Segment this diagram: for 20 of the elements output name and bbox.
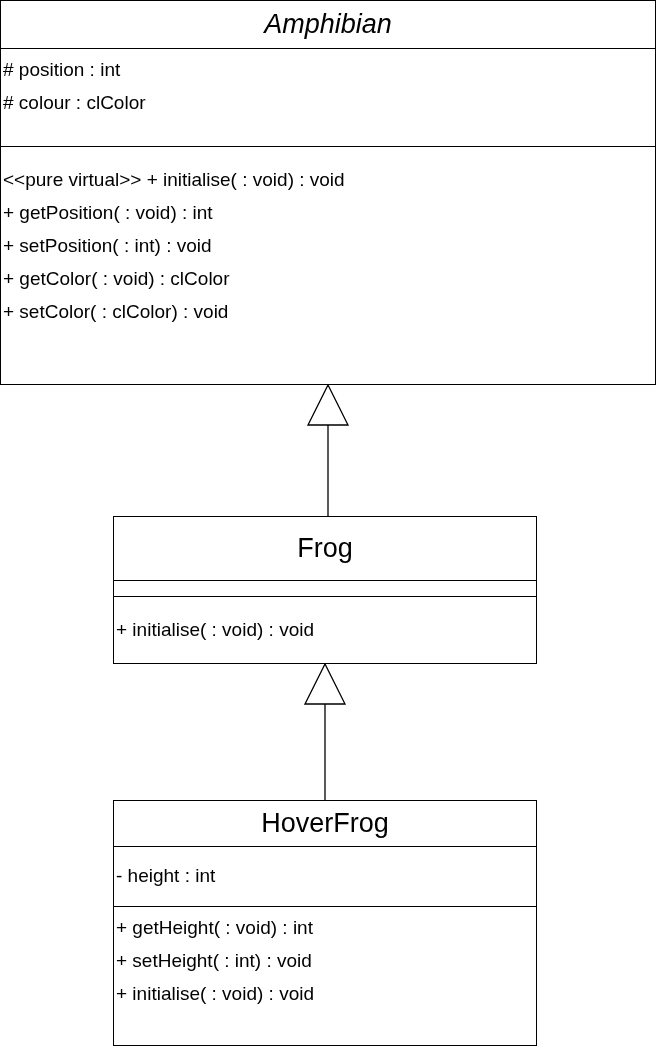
class-name: HoverFrog <box>260 808 390 839</box>
class-box <box>0 0 656 385</box>
class-box <box>113 516 537 664</box>
operation-text: + getColor( : void) : clColor <box>3 268 230 290</box>
operation-text: + getHeight( : void) : int <box>116 917 313 939</box>
operation-text: + getPosition( : void) : int <box>3 202 213 224</box>
generalization-arrow <box>304 663 346 801</box>
operation-text: <<pure virtual>> + initialise( : void) : void <box>3 169 345 191</box>
operation-text: + initialise( : void) : void <box>116 983 314 1005</box>
class-box <box>113 800 537 1046</box>
operation-text: + initialise( : void) : void <box>116 619 314 641</box>
attribute-text: # colour : clColor <box>3 92 146 114</box>
class-name: Frog <box>296 533 354 564</box>
generalization-arrow <box>307 384 349 517</box>
operation-text: + setHeight( : int) : void <box>116 950 312 972</box>
operation-text: + setPosition( : int) : void <box>3 235 212 257</box>
class-name: Amphibian <box>262 9 393 40</box>
attribute-text: - height : int <box>116 865 216 887</box>
attribute-text: # position : int <box>3 59 121 81</box>
operation-text: + setColor( : clColor) : void <box>3 301 229 323</box>
